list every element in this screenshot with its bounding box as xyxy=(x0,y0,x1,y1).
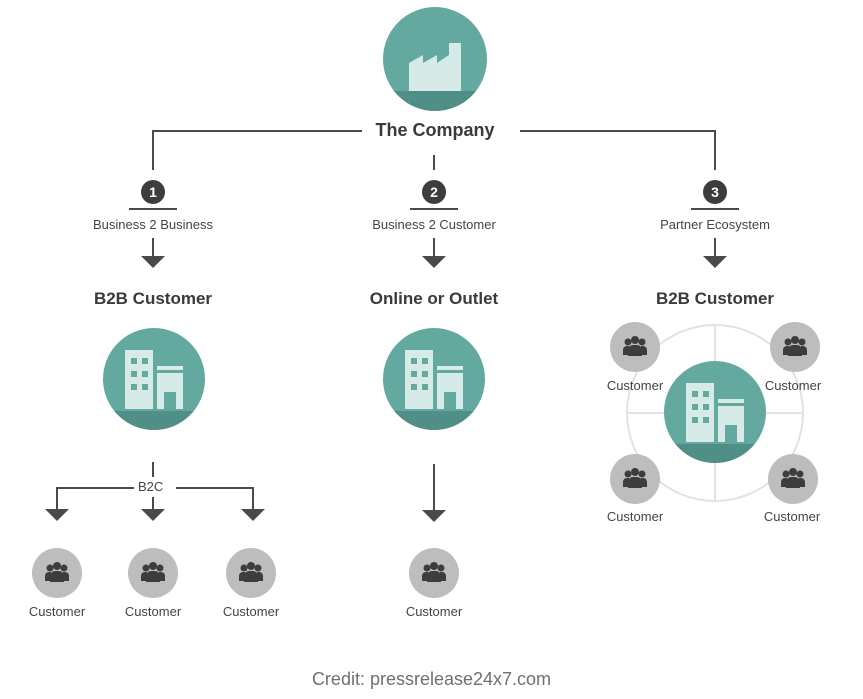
b2c-right-drop xyxy=(252,487,254,509)
customer-circle xyxy=(128,548,178,598)
step-badge-3: 3 xyxy=(703,180,727,204)
people-icon xyxy=(45,562,69,582)
arrow-down-b2c-3 xyxy=(241,509,265,521)
building-icon xyxy=(686,383,744,442)
customer-circle xyxy=(770,322,820,372)
customer-label: Customer xyxy=(606,378,664,393)
connector-left-drop xyxy=(152,130,154,170)
arrow-down-b2c-1 xyxy=(45,509,69,521)
channel-label-2: Business 2 Customer xyxy=(372,217,496,232)
people-icon xyxy=(422,562,446,582)
arrow-down-2 xyxy=(422,256,446,268)
customer-circle xyxy=(226,548,276,598)
building-icon xyxy=(405,350,463,409)
connector-center-drop xyxy=(433,155,435,170)
people-icon xyxy=(623,336,647,356)
connector-right-drop xyxy=(714,130,716,170)
image-credit: Credit: pressrelease24x7.com xyxy=(311,669,552,689)
arrow-shaft-2 xyxy=(433,238,435,256)
step-badge-2: 2 xyxy=(422,180,446,204)
b2c-drop xyxy=(152,462,154,477)
people-icon xyxy=(623,468,647,488)
customer-label: Customer xyxy=(405,604,463,619)
customer-label: Customer xyxy=(606,509,664,524)
arrow-down-outlet xyxy=(422,510,446,522)
building-icon xyxy=(125,350,183,409)
arrow-shaft-1 xyxy=(152,238,154,256)
customer-label: Customer xyxy=(222,604,280,619)
b2c-left-drop xyxy=(56,487,58,509)
step-badge-1: 1 xyxy=(141,180,165,204)
b2c-right-line xyxy=(176,487,254,489)
b2b-building-circle xyxy=(103,328,205,430)
heading-2: Online or Outlet xyxy=(369,289,499,308)
customer-circle xyxy=(409,548,459,598)
b2c-center-drop xyxy=(152,497,154,509)
channel-label-1: Business 2 Business xyxy=(93,217,213,232)
b2c-label: B2C xyxy=(138,479,164,494)
customer-circle xyxy=(610,454,660,504)
b2c-left-line xyxy=(56,487,134,489)
people-icon xyxy=(239,562,263,582)
arrow-down-b2c-2 xyxy=(141,509,165,521)
customer-label: Customer xyxy=(124,604,182,619)
customer-label: Customer xyxy=(763,509,821,524)
outlet-building-circle xyxy=(383,328,485,430)
people-icon xyxy=(141,562,165,582)
company-icon-circle xyxy=(383,7,487,111)
connector-right xyxy=(520,130,716,132)
divider-2 xyxy=(410,208,458,210)
connector-left xyxy=(152,130,362,132)
channel-label-3: Partner Ecosystem xyxy=(660,217,770,232)
customer-circle xyxy=(32,548,82,598)
divider-1 xyxy=(129,208,177,210)
company-title: The Company xyxy=(375,120,495,140)
factory-icon xyxy=(409,43,461,91)
people-icon xyxy=(781,468,805,488)
arrow-shaft-outlet xyxy=(433,464,435,510)
customer-circle xyxy=(610,322,660,372)
customer-label: Customer xyxy=(764,378,822,393)
divider-3 xyxy=(691,208,739,210)
heading-3: B2B Customer xyxy=(655,289,775,308)
people-icon xyxy=(783,336,807,356)
customer-circle xyxy=(768,454,818,504)
customer-label: Customer xyxy=(28,604,86,619)
arrow-down-1 xyxy=(141,256,165,268)
heading-1: B2B Customer xyxy=(93,289,213,308)
partner-building-circle xyxy=(664,361,766,463)
arrow-down-3 xyxy=(703,256,727,268)
arrow-shaft-3 xyxy=(714,238,716,256)
